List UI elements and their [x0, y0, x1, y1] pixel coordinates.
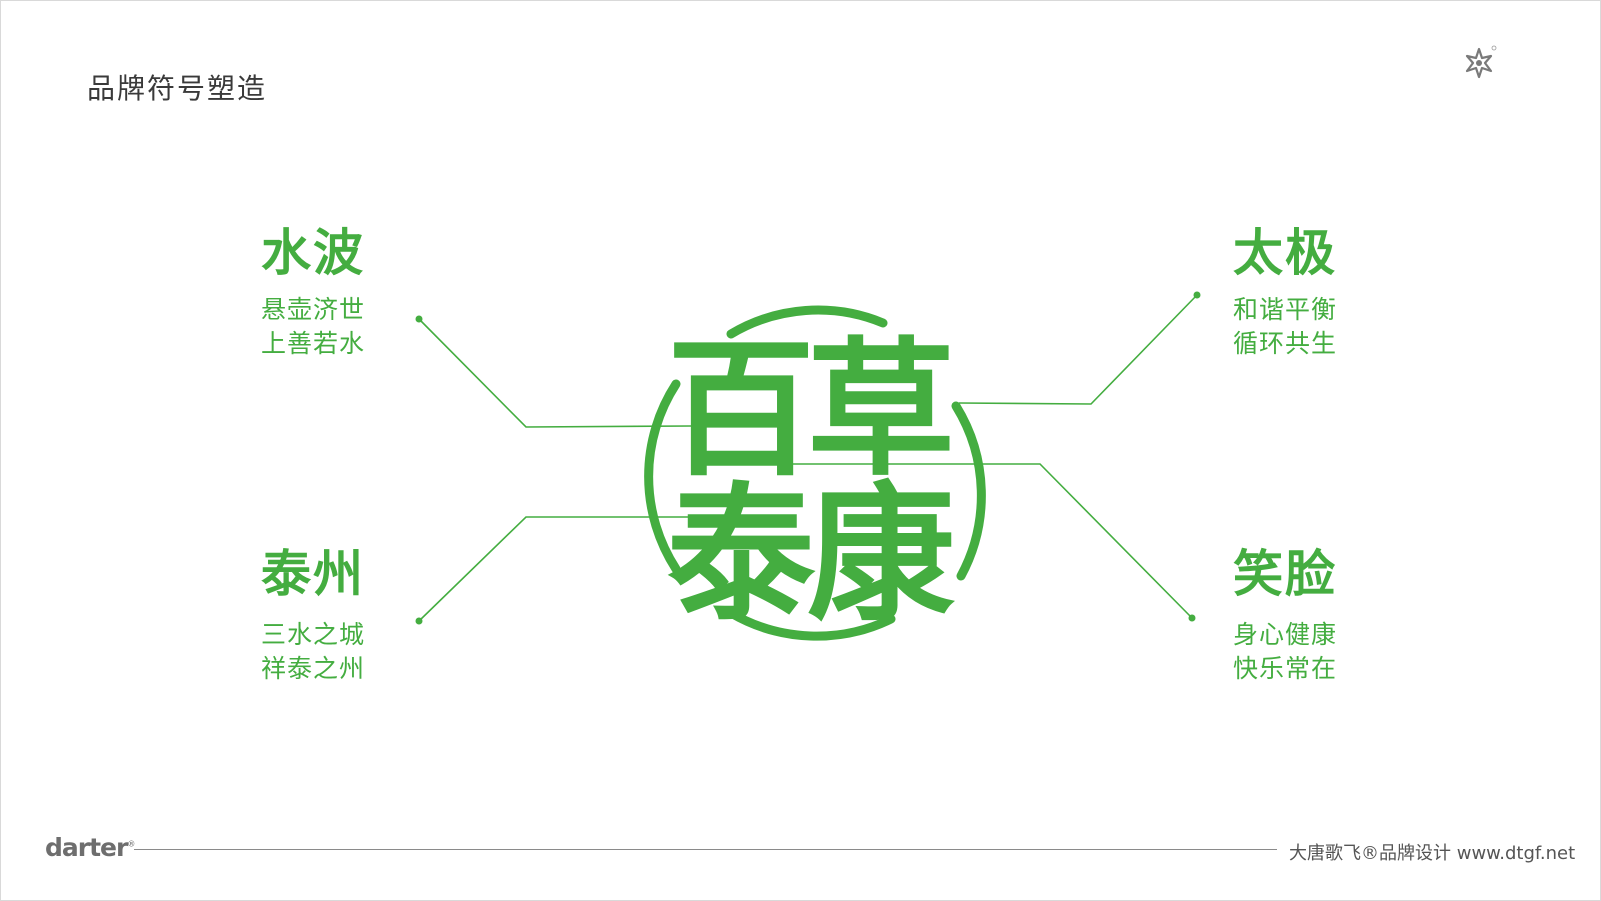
concept-heading: 水波 — [261, 224, 365, 282]
concept-line: 悬壶济世 — [261, 295, 366, 324]
concept-line: 循环共生 — [1233, 329, 1338, 358]
concept-heading: 泰州 — [261, 545, 365, 603]
footer-credit: 大唐歌飞®品牌设计 www.dtgf.net — [1289, 843, 1576, 864]
concept-line: 快乐常在 — [1233, 654, 1338, 683]
concept-water-wave: 水波 悬壶济世 上善若水 — [261, 223, 365, 361]
star-flower-logo-icon — [1465, 45, 1497, 79]
concept-line: 和谐平衡 — [1233, 295, 1338, 324]
concept-line: 上善若水 — [261, 329, 366, 358]
concept-smile: 笑脸 身心健康 快乐常在 — [1233, 544, 1337, 686]
concept-heading: 笑脸 — [1233, 545, 1337, 603]
emblem-char: 草 — [807, 324, 955, 496]
emblem-characters: 百 草 泰 康 — [667, 324, 955, 641]
connector-dot — [415, 315, 423, 323]
emblem-char: 泰 — [667, 469, 816, 641]
concept-taiji: 太极 和谐平衡 循环共生 — [1233, 223, 1337, 361]
connector-lines — [418, 294, 1198, 622]
connector-dot — [1188, 614, 1196, 622]
concept-line: 身心健康 — [1233, 620, 1338, 649]
registered-mark: ® — [127, 839, 135, 849]
emblem-char: 康 — [807, 469, 955, 641]
page-title: 品牌符号塑造 — [87, 72, 268, 105]
concept-taizhou: 泰州 三水之城 祥泰之州 — [261, 544, 365, 686]
footer-divider — [134, 849, 1277, 850]
connector-dot — [415, 617, 423, 625]
concept-line: 祥泰之州 — [261, 654, 366, 683]
emblem-char: 百 — [667, 324, 815, 496]
footer-brand-logo: darter® — [45, 833, 135, 862]
connector-dot — [1193, 291, 1201, 299]
emblem-ring — [644, 305, 986, 641]
concept-line: 三水之城 — [261, 620, 366, 649]
concept-heading: 太极 — [1233, 224, 1337, 282]
footer-brand-text: darter — [45, 833, 128, 862]
